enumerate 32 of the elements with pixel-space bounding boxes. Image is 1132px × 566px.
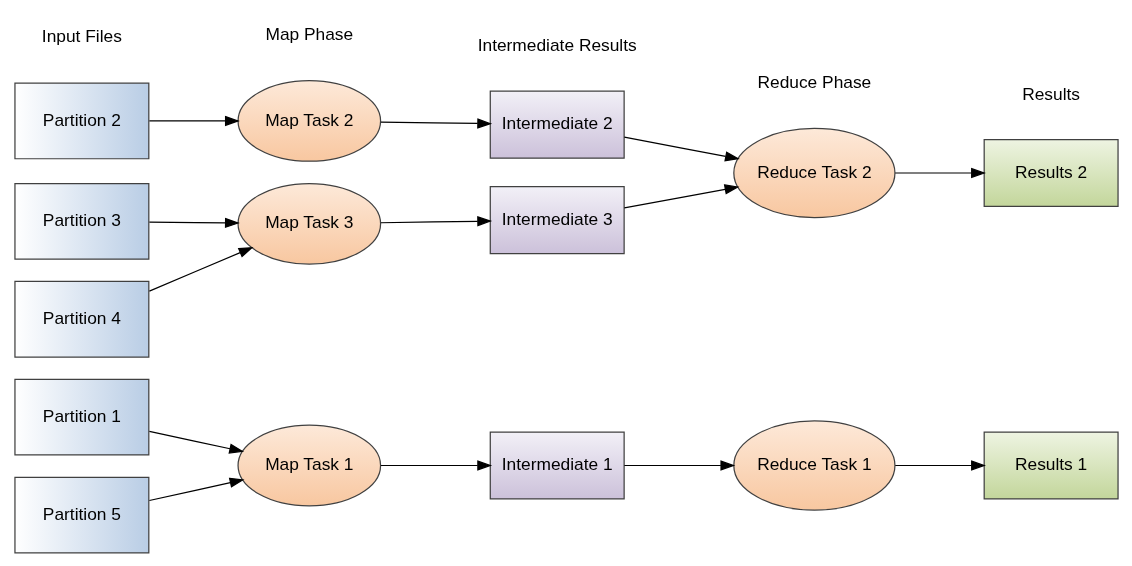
node-box: Partition 1 [13,378,149,456]
node-box: Intermediate 1 [489,431,625,500]
label: Input Files [41,26,122,47]
arrow [623,460,735,471]
arrow [148,217,240,229]
label: Results [1021,83,1080,104]
arrow [148,246,253,292]
node-ellipse: Map Task 2 [236,80,381,162]
arrow [148,430,244,454]
node-box: Partition 4 [13,280,149,358]
arrow [379,216,492,227]
node-ellipse: Map Task 1 [236,424,381,507]
node-box: Results 1 [983,431,1119,500]
arrow [148,477,244,502]
node-ellipse: Reduce Task 2 [732,127,896,219]
node-box: Results 2 [983,138,1119,208]
node-ellipse: Reduce Task 1 [732,420,896,511]
arrow [379,460,492,471]
label: Map Phase [264,24,353,45]
node-box: Partition 2 [13,82,149,160]
node-box: Intermediate 3 [489,186,625,255]
arrow [623,184,739,209]
arrow [894,460,986,471]
node-box: Intermediate 2 [489,90,625,159]
node-box: Partition 5 [13,476,149,554]
arrow [623,136,740,162]
label: Intermediate Results [477,35,637,56]
arrow [148,115,240,127]
arrow [379,118,492,129]
label: Reduce Phase [756,72,871,93]
arrow [894,167,986,179]
node-box: Partition 3 [13,182,149,260]
